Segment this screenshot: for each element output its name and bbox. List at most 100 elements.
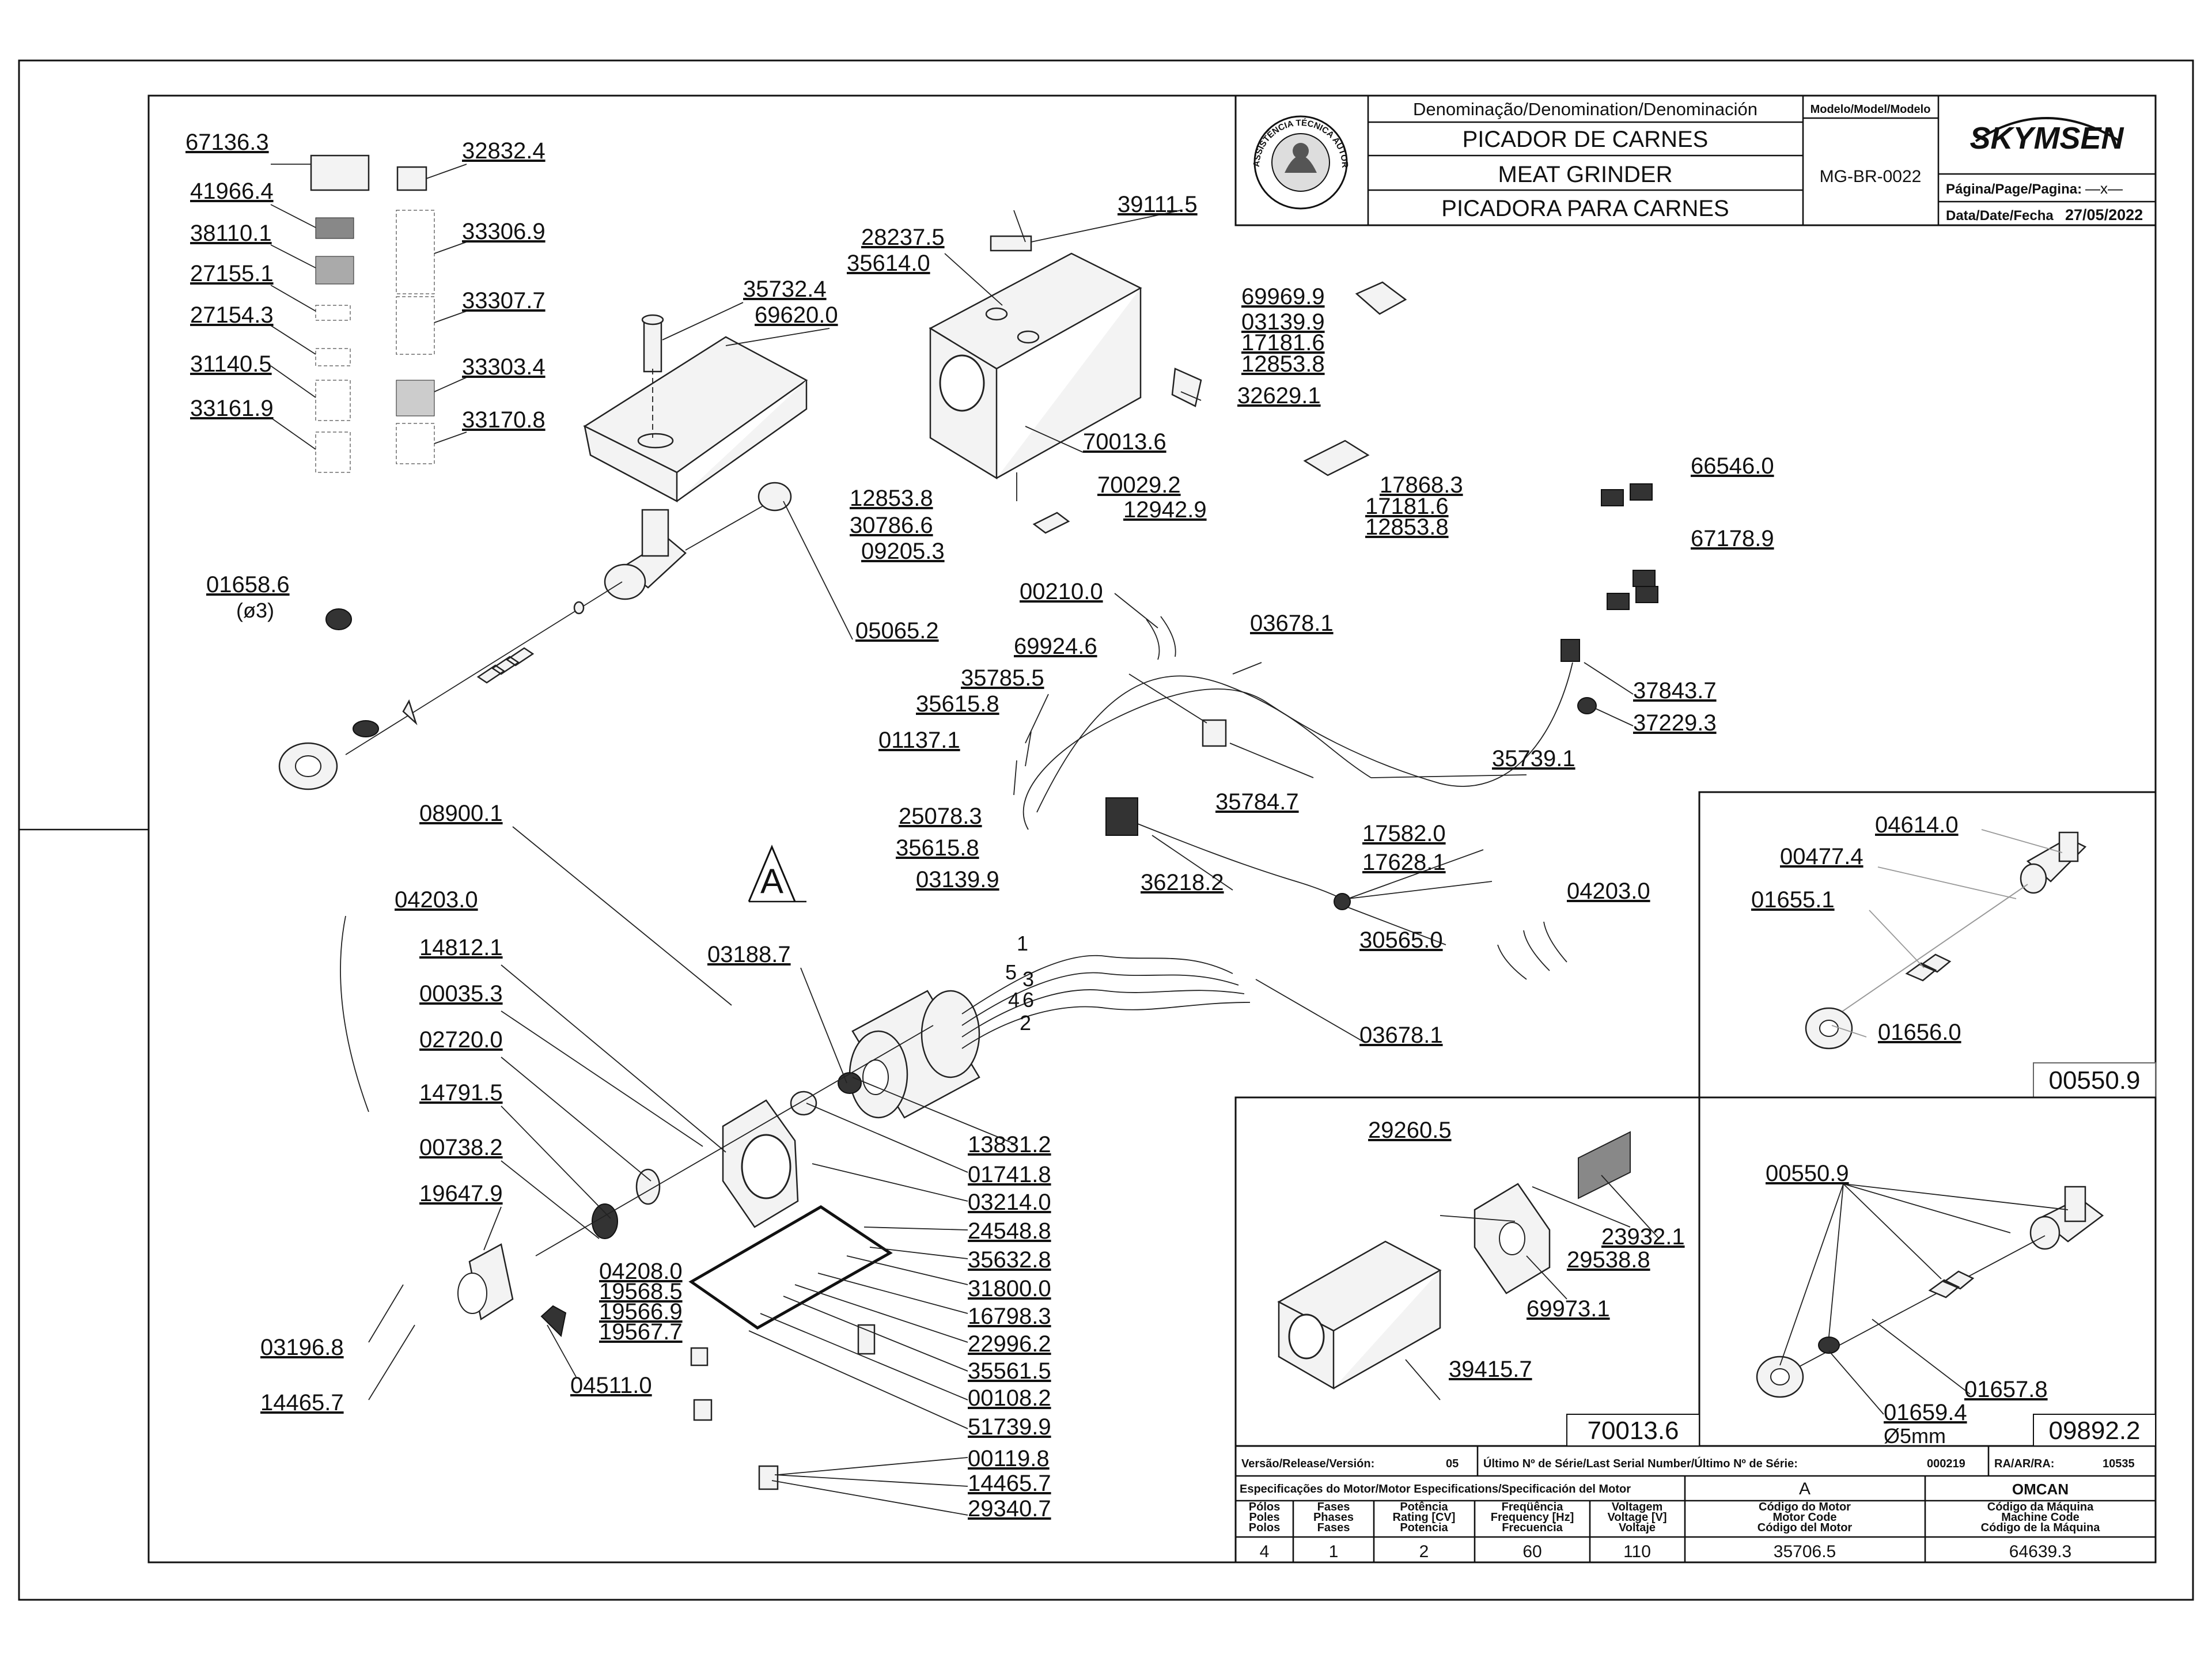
label-27154-3: 27154.3 <box>190 302 274 328</box>
label-03196-8: 03196.8 <box>260 1335 344 1360</box>
label-37229-3: 37229.3 <box>1633 710 1717 736</box>
label-03678-1b: 03678.1 <box>1359 1023 1443 1048</box>
kit-code-09892-2: 09892.2 <box>2048 1417 2140 1445</box>
label-29340-7: 29340.7 <box>968 1496 1051 1521</box>
label-19568-5: 19568.5 <box>599 1279 683 1304</box>
label-35614-0: 35614.0 <box>847 251 930 276</box>
svg-text:Último Nº de Série/Last Serial: Último Nº de Série/Last Serial Number/Úl… <box>1483 1456 1798 1470</box>
label-35615-8b: 35615.8 <box>896 835 979 861</box>
label-14791-5: 14791.5 <box>419 1080 503 1106</box>
label-04208-0: 04208.0 <box>599 1259 683 1284</box>
label-19647-9: 19647.9 <box>419 1181 503 1206</box>
label-00738-2: 00738.2 <box>419 1135 503 1160</box>
label-03188-7: 03188.7 <box>707 942 791 967</box>
leader-lines <box>270 164 2069 1516</box>
label-33307-7: 33307.7 <box>462 288 546 313</box>
label-00550-9: 00550.9 <box>1766 1161 1849 1186</box>
label-04511-0: 04511.0 <box>570 1373 652 1398</box>
label-01137-1: 01137.1 <box>878 728 960 753</box>
svg-text:60: 60 <box>1522 1542 1541 1561</box>
label-04203-0b: 04203.0 <box>1567 879 1650 904</box>
detail-a-marker: A <box>748 845 806 903</box>
label-13831-2: 13831.2 <box>968 1132 1051 1157</box>
label-00035-3: 00035.3 <box>419 981 503 1006</box>
label-51739-9: 51739.9 <box>968 1414 1051 1440</box>
svg-text:Rating [CV]: Rating [CV] <box>1393 1511 1456 1524</box>
label-17181-6b: 17181.6 <box>1365 494 1449 519</box>
label-39111-5: 39111.5 <box>1118 192 1198 217</box>
label-01659-4: 01659.4 <box>1884 1400 1967 1425</box>
label-35739-1: 35739.1 <box>1492 746 1575 771</box>
label-03214-0: 03214.0 <box>968 1190 1051 1215</box>
brand-logo: SKYMSEN <box>1969 121 2124 156</box>
label-22996-2: 22996.2 <box>968 1331 1051 1357</box>
label-04614-0: 04614.0 <box>1875 812 1959 838</box>
date-value: 27/05/2022 <box>2065 206 2143 224</box>
label-31800-0: 31800.0 <box>968 1276 1051 1301</box>
authorized-service-seal: ASSISTÊNCIA TÉCNICA AUTORIZADA <box>0 0 1350 210</box>
label-01656-0: 01656.0 <box>1878 1020 1961 1045</box>
label-27155-1: 27155.1 <box>190 261 274 286</box>
svg-text:Código de la Máquina: Código de la Máquina <box>1981 1521 2101 1534</box>
label-02720-0: 02720.0 <box>419 1027 503 1053</box>
label-00477-4: 00477.4 <box>1780 844 1863 869</box>
label-00119-8: 00119.8 <box>968 1446 1050 1471</box>
svg-text:1: 1 <box>1017 932 1028 955</box>
name-pt: PICADOR DE CARNES <box>1463 127 1709 152</box>
label-12853-8b: 12853.8 <box>1365 514 1449 540</box>
label-67178-9: 67178.9 <box>1691 526 1774 551</box>
label-66546-0: 66546.0 <box>1691 453 1774 479</box>
label-03139-9b: 03139.9 <box>916 867 999 892</box>
svg-text:Código do Motor: Código do Motor <box>1759 1501 1851 1513</box>
label-33306-9: 33306.9 <box>462 219 546 244</box>
page-value: —x— <box>2085 180 2123 197</box>
page-label: Página/Page/Pagina: <box>1946 181 2082 197</box>
label-67136-3: 67136.3 <box>185 130 269 155</box>
svg-text:10535: 10535 <box>2103 1457 2135 1470</box>
label-17582-0: 17582.0 <box>1362 821 1446 846</box>
svg-text:A: A <box>760 862 783 900</box>
label-70029-2: 70029.2 <box>1097 472 1181 498</box>
svg-text:05: 05 <box>1446 1457 1459 1470</box>
label-41966-4: 41966.4 <box>190 179 274 204</box>
svg-text:Voltage [V]: Voltage [V] <box>1608 1511 1667 1524</box>
svg-text:6: 6 <box>1022 988 1034 1012</box>
label-33161-9: 33161.9 <box>190 396 274 421</box>
svg-text:Phases: Phases <box>1313 1511 1354 1524</box>
svg-text:Código da Máquina: Código da Máquina <box>1987 1501 2094 1513</box>
label-28237-5: 28237.5 <box>861 225 945 250</box>
svg-text:1: 1 <box>1329 1542 1339 1561</box>
svg-text:4: 4 <box>1008 988 1020 1012</box>
label-01741-8: 01741.8 <box>968 1162 1051 1187</box>
name-es: PICADORA PARA CARNES <box>1441 196 1729 221</box>
svg-text:Potência: Potência <box>1400 1501 1448 1513</box>
denomination-header: Denominação/Denomination/Denominación <box>1413 99 1758 119</box>
svg-text:Pólos: Pólos <box>1249 1501 1280 1513</box>
label-09205-3: 09205.3 <box>861 539 945 564</box>
label-39415-7: 39415.7 <box>1449 1357 1532 1382</box>
svg-text:Especificações do Motor/Motor: Especificações do Motor/Motor Especifica… <box>1240 1483 1631 1496</box>
svg-text:2: 2 <box>1020 1011 1031 1035</box>
label-70013-6: 70013.6 <box>1083 429 1166 455</box>
label-03139-9a: 03139.9 <box>1241 309 1325 335</box>
svg-text:Versão/Release/Versión:: Versão/Release/Versión: <box>1241 1457 1374 1470</box>
label-01658-6-sub: (ø3) <box>236 599 274 622</box>
detail-boxes: 00550.9 70013.6 09892.2 <box>1234 791 2157 1447</box>
svg-text:35706.5: 35706.5 <box>1774 1542 1836 1561</box>
label-33303-4: 33303.4 <box>462 354 546 380</box>
svg-text:2: 2 <box>1419 1542 1429 1561</box>
label-32629-1: 32629.1 <box>1237 383 1321 408</box>
label-17628-1: 17628.1 <box>1362 850 1446 875</box>
label-32832-4: 32832.4 <box>462 138 546 164</box>
svg-text:Machine Code: Machine Code <box>2001 1511 2080 1524</box>
label-14465-7a: 14465.7 <box>260 1390 344 1415</box>
label-37843-7: 37843.7 <box>1633 678 1717 703</box>
label-17868-3: 17868.3 <box>1380 472 1463 498</box>
svg-text:Fases: Fases <box>1317 1501 1350 1513</box>
label-19567-7: 19567.7 <box>599 1319 683 1345</box>
label-30786-6: 30786.6 <box>850 513 933 538</box>
label-69924-6: 69924.6 <box>1014 634 1097 659</box>
svg-text:110: 110 <box>1623 1542 1651 1561</box>
part-labels: 67136.3 41966.4 38110.1 27155.1 27154.3 … <box>185 130 2048 1521</box>
